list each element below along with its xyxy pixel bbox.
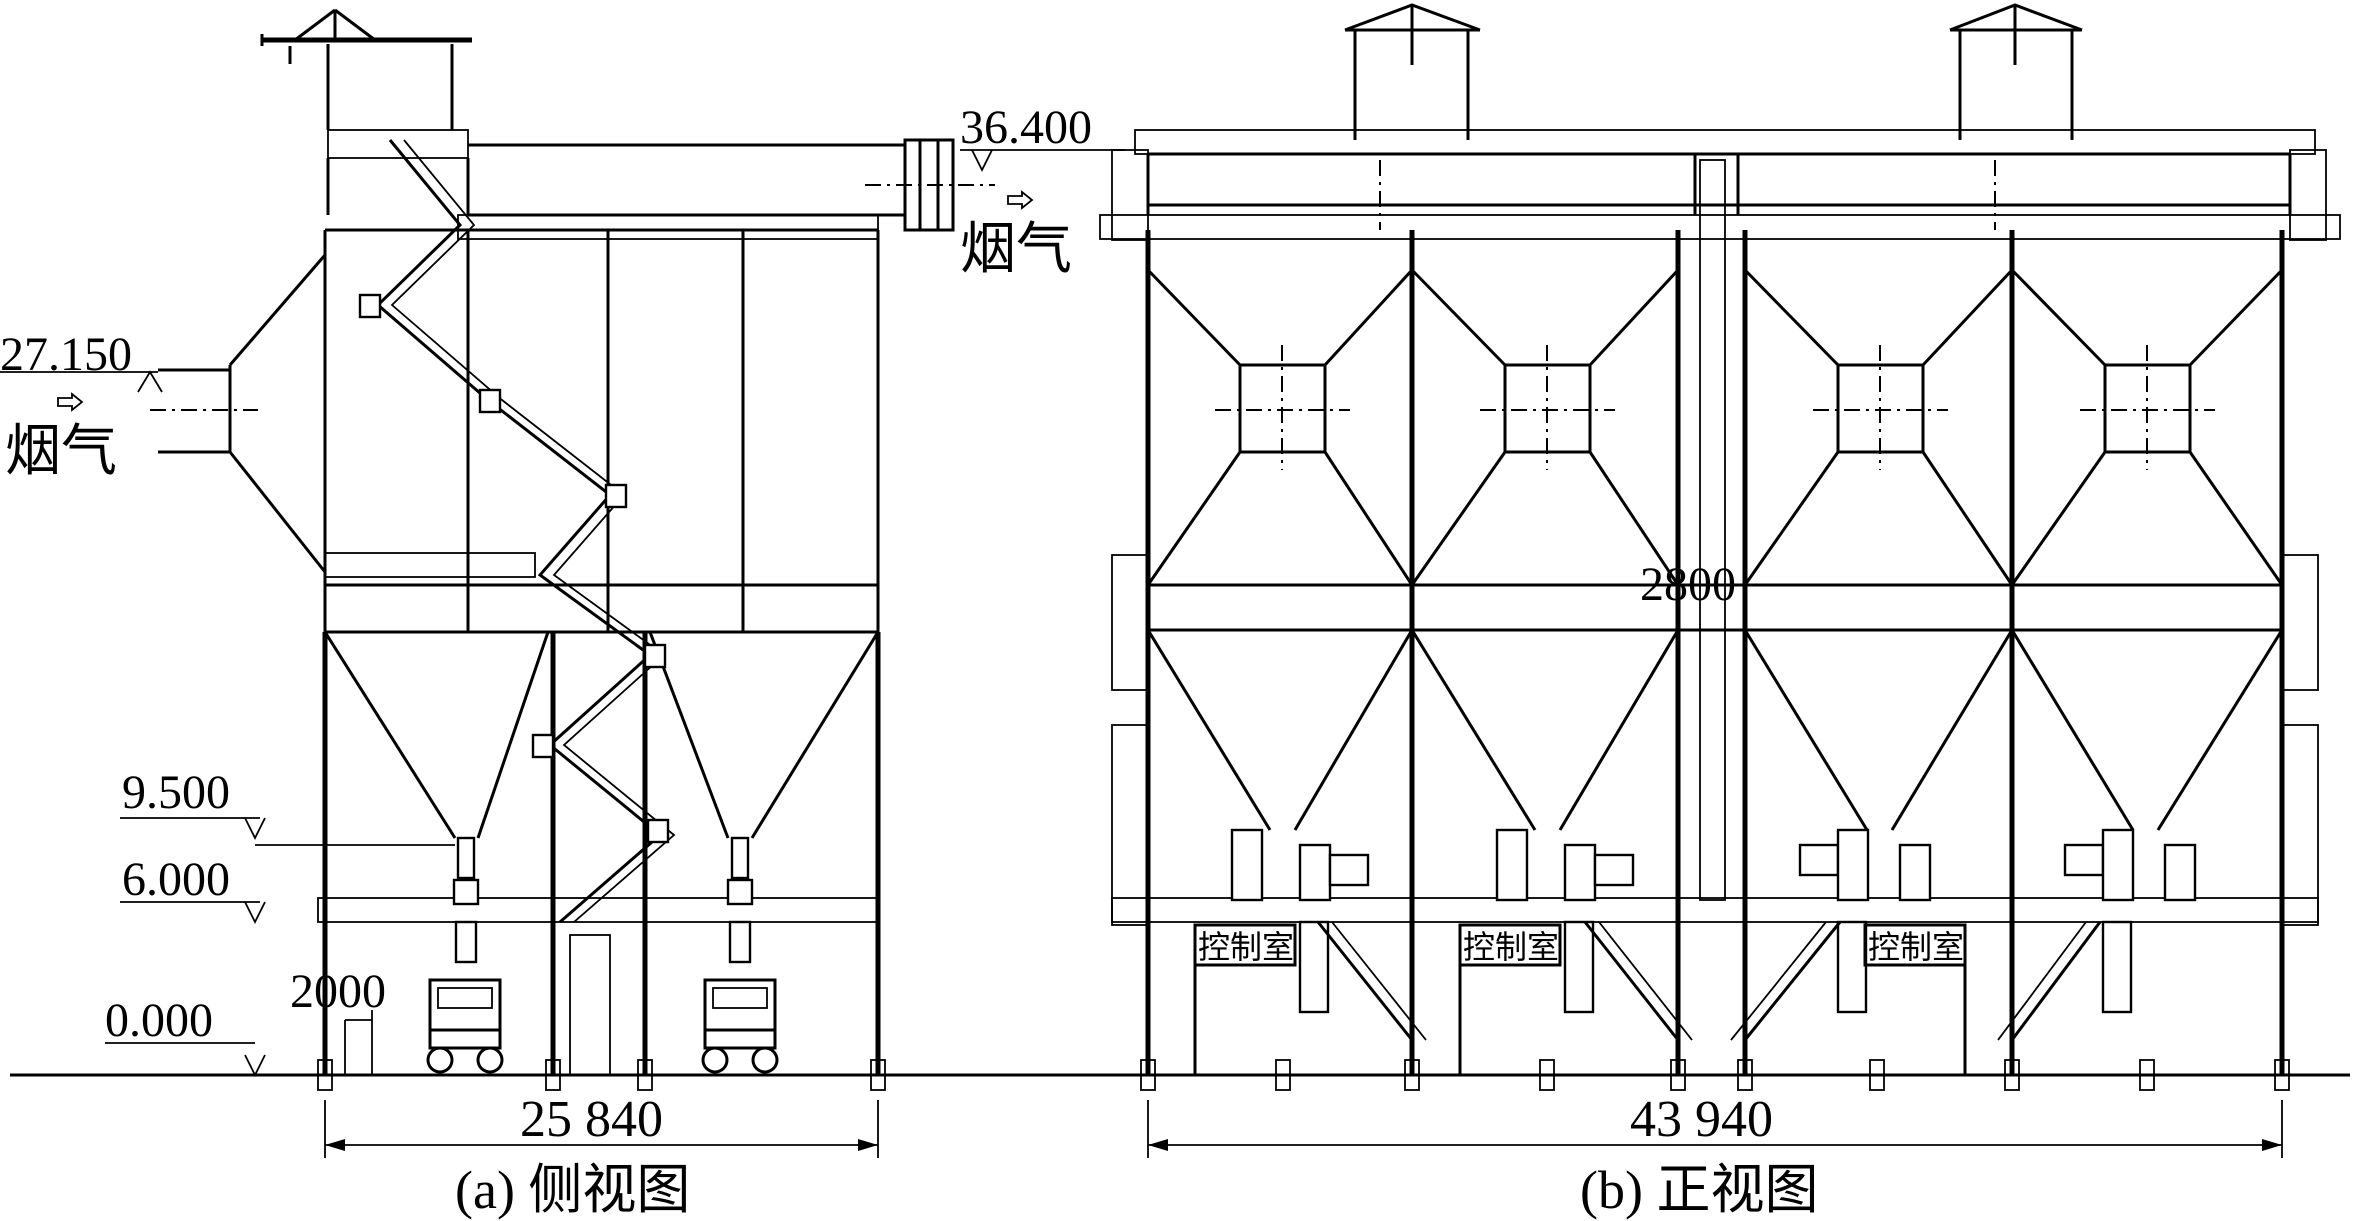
front-roof-caps — [1344, 3, 2083, 140]
caption-side-view: (a) 侧视图 — [455, 1160, 690, 1220]
front-control-rooms — [1193, 923, 1967, 1075]
dimension-2800: 2800 — [1640, 558, 1736, 611]
front-view: 36.400 烟气 2800 控制室 控制室 控制室 43 940 (b) 正视… — [960, 3, 2341, 1220]
control-room-label-1: 控制室 — [1198, 929, 1294, 965]
side-platform-upper — [457, 214, 879, 240]
side-truck-right — [701, 978, 779, 1074]
elevation-0000: 0.000 — [105, 994, 213, 1047]
dimension-front-width: 43 940 — [1630, 1091, 1773, 1148]
elevation-9500: 9.500 — [122, 766, 230, 819]
front-width-dimension — [1147, 1100, 2283, 1158]
control-room-label-3: 控制室 — [1868, 929, 1964, 965]
front-stairs — [1316, 921, 2102, 1041]
control-room-label-2: 控制室 — [1463, 929, 1559, 965]
side-platform-middle — [324, 552, 536, 578]
front-hoppers — [1146, 629, 2284, 831]
front-elevation-marks — [960, 149, 1125, 210]
gas-label-side: 烟气 — [5, 421, 117, 483]
side-top-tower — [260, 8, 472, 215]
side-elevation-marks — [0, 370, 455, 1078]
dimension-2000: 2000 — [290, 965, 386, 1018]
front-equipment — [1230, 828, 2197, 1014]
dimension-side-width: 25 840 — [520, 1091, 663, 1148]
elevation-6000: 6.000 — [122, 853, 230, 906]
elevation-27150: 27.150 — [0, 328, 132, 381]
side-upper-duct — [468, 138, 995, 232]
front-cells — [1146, 268, 2284, 586]
gas-label-front: 烟气 — [960, 219, 1072, 281]
side-width-dimension — [324, 1100, 879, 1158]
front-side-ladders — [1111, 554, 2319, 926]
front-column-bases — [1140, 1059, 2290, 1091]
elevation-36400: 36.400 — [960, 101, 1092, 154]
side-columns — [317, 632, 886, 1091]
front-roof — [1099, 129, 2341, 241]
side-staircase — [358, 139, 676, 1076]
side-view: 27.150 烟气 9.500 6.000 0.000 2000 25 840 … — [0, 8, 995, 1220]
side-truck-left — [426, 978, 504, 1074]
side-filter-body — [150, 228, 880, 964]
caption-front-view: (b) 正视图 — [1580, 1160, 1818, 1220]
front-platform-lower — [1111, 897, 2319, 923]
